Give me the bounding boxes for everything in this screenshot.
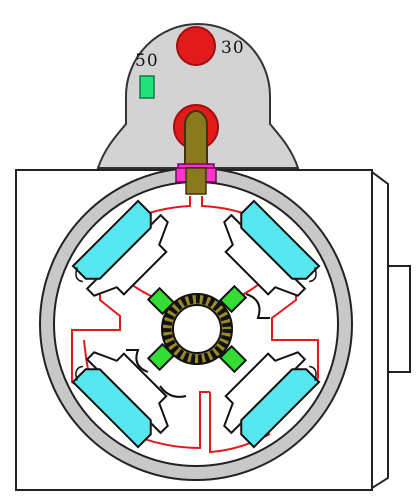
commutator-segments <box>162 294 232 364</box>
armature-assembly <box>126 284 270 398</box>
brush-spring-bottom-left <box>126 349 149 373</box>
brush-top-right-icon <box>218 284 248 314</box>
housing-bracket <box>96 23 300 169</box>
field-pole-bottom-left <box>71 351 169 449</box>
pole-shoe <box>223 213 307 297</box>
pole-shoe <box>85 213 169 297</box>
field-pole-top-right <box>223 199 321 297</box>
terminal-30-icon <box>176 26 216 66</box>
brush-spring-bottom <box>159 385 187 398</box>
stud-frame-pass <box>185 167 207 195</box>
brush-spring-top-right <box>245 293 270 319</box>
field-coil-icon <box>71 199 152 280</box>
commutator-bore <box>172 304 222 354</box>
frame-right-flange <box>371 170 389 490</box>
field-pole-bottom-right <box>223 351 321 449</box>
wire-right-loop <box>271 270 319 397</box>
frame-right-boss <box>387 265 411 373</box>
coil-lead <box>75 365 84 381</box>
terminal-50-label: 50 <box>135 51 159 71</box>
coil-lead <box>75 267 84 283</box>
coil-lead <box>308 267 317 283</box>
field-coil-icon <box>71 368 152 449</box>
field-coil-icon <box>240 199 321 280</box>
field-pole-top-left <box>71 199 169 297</box>
coil-lead <box>308 365 317 381</box>
terminal-30-label: 30 <box>221 38 245 58</box>
pole-shoe <box>223 351 307 435</box>
pole-shoe <box>85 351 169 435</box>
field-coil-icon <box>240 368 321 449</box>
brush-bottom-right-icon <box>218 344 248 374</box>
terminal-50-switch-icon <box>139 75 155 99</box>
